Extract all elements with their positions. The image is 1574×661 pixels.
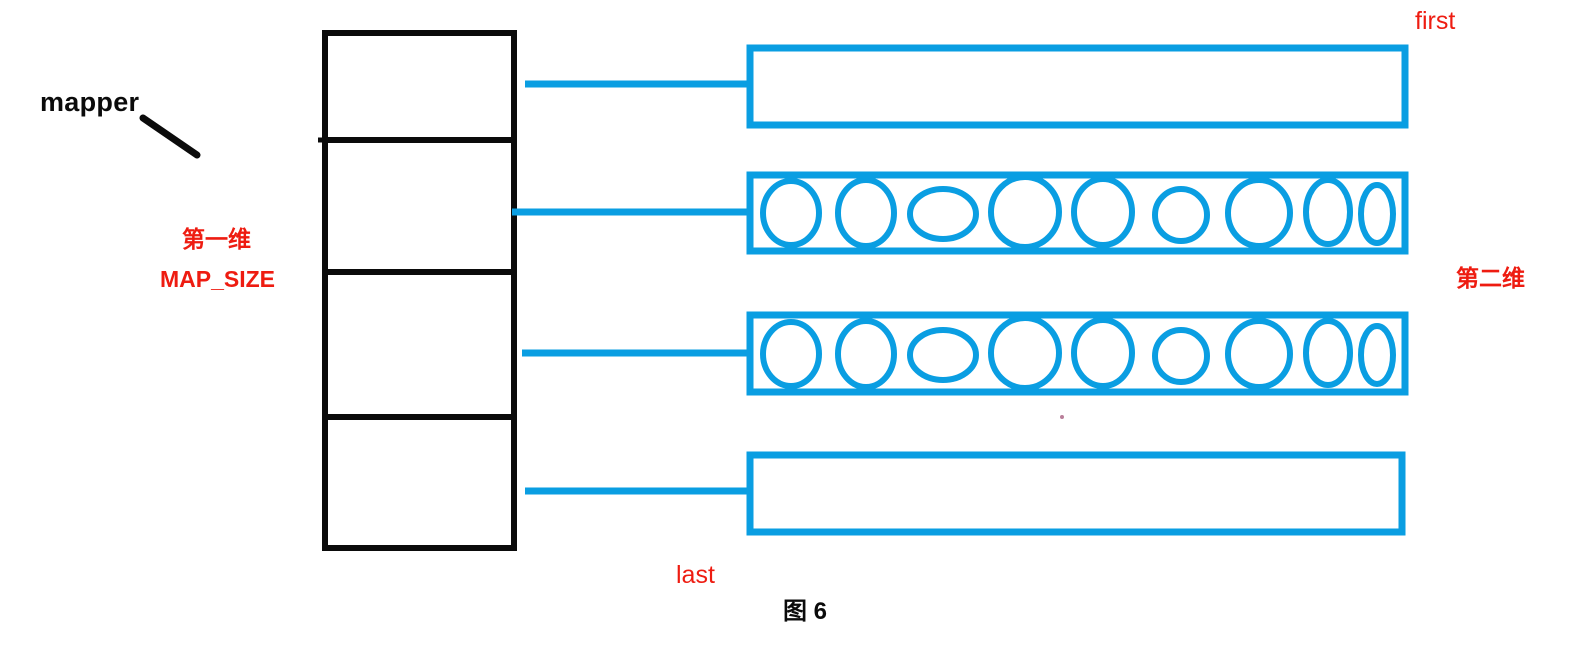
buffer-1[interactable] <box>746 171 1409 255</box>
mapper-leader-line <box>139 114 201 159</box>
buffer-0-frame[interactable] <box>746 44 1409 129</box>
buffer-1-element-5[interactable] <box>1152 186 1210 244</box>
first-marker-label: first <box>1415 7 1456 35</box>
buffer-3[interactable] <box>746 451 1406 536</box>
buffer-2[interactable] <box>746 311 1409 419</box>
buffer-2-element-1[interactable] <box>835 318 897 390</box>
mapper-label: mapper <box>40 87 140 117</box>
buffer-1-element-4[interactable] <box>1071 176 1135 248</box>
buffer-2-element-2[interactable] <box>907 327 979 383</box>
mapper-cell-0[interactable] <box>322 30 517 143</box>
buffer-2-element-7[interactable] <box>1303 318 1353 388</box>
buffer-1-element-6[interactable] <box>1225 177 1293 249</box>
buffer-1-element-2[interactable] <box>907 186 979 242</box>
buffer-2-element-5[interactable] <box>1152 327 1210 385</box>
buffer-2-element-0[interactable] <box>760 319 822 389</box>
buffer-2-element-6[interactable] <box>1225 318 1293 390</box>
second-dimension-label: 第二维 <box>1456 265 1525 291</box>
mapper-cell-1[interactable] <box>322 137 517 275</box>
connectors <box>512 80 752 495</box>
first-dimension-label-line2: MAP_SIZE <box>160 266 276 292</box>
buffer-1-element-3[interactable] <box>988 174 1062 250</box>
buffer-0[interactable] <box>746 44 1409 129</box>
buffer-1-element-0[interactable] <box>760 178 822 248</box>
stray-dot <box>1060 415 1064 419</box>
buffer-2-element-8[interactable] <box>1358 323 1396 387</box>
buffer-3-frame[interactable] <box>746 451 1406 536</box>
buffer-2-frame[interactable] <box>746 311 1409 396</box>
first-dimension-label-line1: 第一维 <box>182 226 251 252</box>
buffer-1-element-8[interactable] <box>1358 182 1396 246</box>
figure-caption: 图 6 <box>783 598 828 625</box>
buffer-2-element-4[interactable] <box>1071 317 1135 389</box>
mapper-cell-3[interactable] <box>322 414 517 551</box>
buffer-1-element-1[interactable] <box>835 177 897 249</box>
buffer-2-element-3[interactable] <box>988 315 1062 391</box>
last-marker-label: last <box>676 561 715 589</box>
buffer-1-frame[interactable] <box>746 171 1409 255</box>
mapper-cell-2[interactable] <box>322 269 517 420</box>
buffer-1-element-7[interactable] <box>1303 177 1353 247</box>
mapper-array <box>318 30 517 551</box>
